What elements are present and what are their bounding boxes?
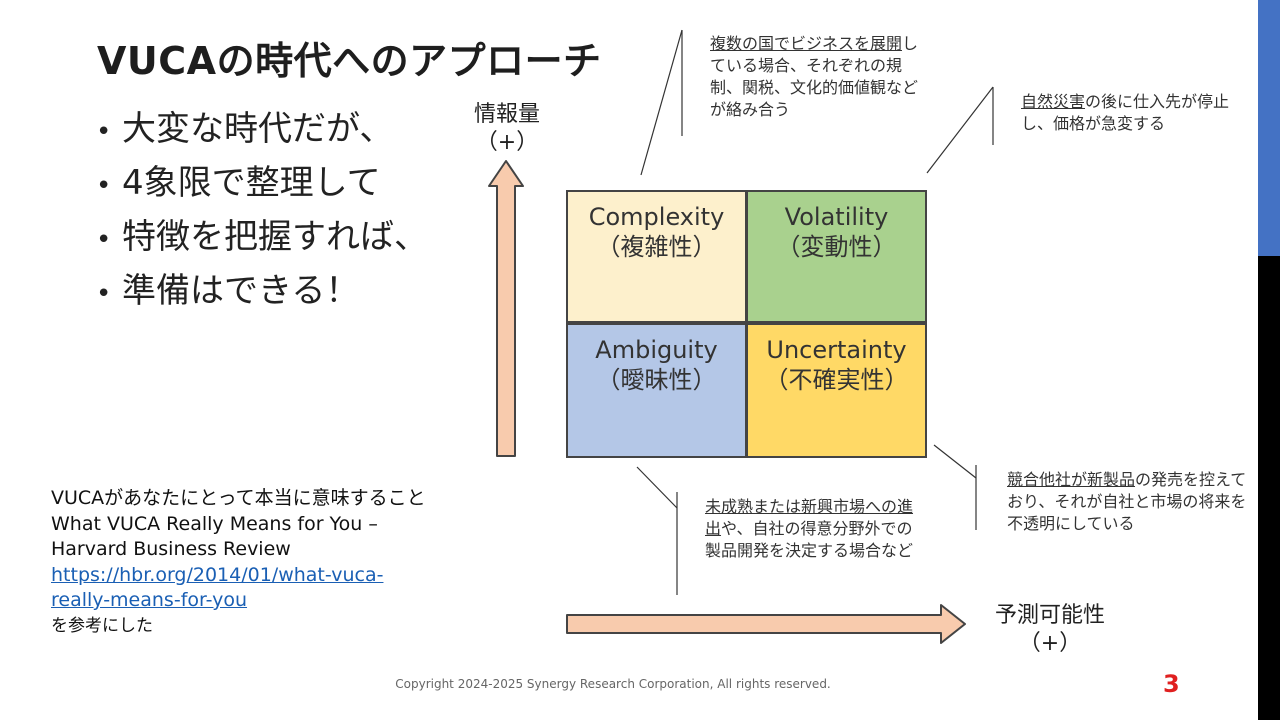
bullet-item: • 4象限で整理して <box>96 158 428 212</box>
bullet-text: 4象限で整理して <box>122 163 381 203</box>
reference-block: VUCAがあなたにとって本当に意味すること What VUCA Really M… <box>51 486 426 639</box>
callout-line-complexity <box>640 29 683 176</box>
reference-line: Harvard Business Review <box>51 538 291 560</box>
reference-link[interactable]: really-means-for-you <box>51 589 248 611</box>
x-axis-label: 予測可能性 （+） <box>985 602 1115 658</box>
note-ambiguity: 未成熟または新興市場への進出や、自社の得意分野外での製品開発を決定する場合など <box>705 496 923 562</box>
quadrant-volatility: Volatility （変動性） <box>746 190 927 323</box>
quadrant-ambiguity: Ambiguity （曖昧性） <box>566 323 747 458</box>
note-text: の後に仕入先が停止し、価格が急変する <box>1021 92 1230 133</box>
y-axis-label-text: 情報量 <box>473 102 540 127</box>
y-axis-label: 情報量 （+） <box>467 101 547 157</box>
bullet-item: • 準備はできる！ <box>96 266 428 320</box>
bullet-text: 特徴を把握すれば、 <box>122 217 428 257</box>
callout-line-ambiguity <box>636 466 678 509</box>
accent-bar-blue <box>1258 0 1280 256</box>
callout-line-volatility <box>926 86 994 174</box>
bullet-dot: • <box>96 171 112 201</box>
bullet-dot: • <box>96 117 112 147</box>
bullet-item: • 特徴を把握すれば、 <box>96 212 428 266</box>
bullet-dot: • <box>96 279 112 309</box>
quadrant-uncertainty: Uncertainty （不確実性） <box>746 323 927 458</box>
page-number: 3 <box>1163 670 1180 698</box>
note-text: している場合、それぞれの規制、関税、文化的価値観などが絡み合う <box>710 34 919 119</box>
x-axis-arrow <box>566 604 966 644</box>
reference-line: VUCAがあなたにとって本当に意味すること <box>51 487 426 509</box>
quadrant-subtitle: （変動性） <box>776 233 897 261</box>
quadrant-title: Ambiguity <box>595 336 718 364</box>
bullet-text: 大変な時代だが、 <box>122 109 394 149</box>
x-axis-label-text: 予測可能性 <box>994 603 1105 628</box>
quadrant-subtitle: （不確実性） <box>764 366 909 394</box>
note-underlined: 競合他社が新製品 <box>1007 470 1136 489</box>
quadrant-complexity: Complexity （複雑性） <box>566 190 747 323</box>
note-underlined: 未成熟または新興市場への進出 <box>705 497 914 538</box>
bullet-list: • 大変な時代だが、 • 4象限で整理して • 特徴を把握すれば、 • 準備はできる！ <box>96 104 428 320</box>
note-underlined: 複数の国でビジネスを展開 <box>710 34 903 53</box>
accent-bar-black <box>1258 256 1280 720</box>
quadrant-subtitle: （複雑性） <box>596 233 717 261</box>
note-text: の発売を控えており、それが自社と市場の将来を不透明にしている <box>1007 470 1247 533</box>
bullet-dot: • <box>96 225 112 255</box>
quadrant-title: Complexity <box>588 203 725 231</box>
y-axis-plus: （+） <box>475 130 539 155</box>
reference-link[interactable]: https://hbr.org/2014/01/what-vuca- <box>51 563 384 586</box>
slide-title: VUCAの時代へのアプローチ <box>97 39 602 83</box>
quadrant-title: Uncertainty <box>766 336 907 364</box>
note-underlined: 自然災害 <box>1021 92 1086 111</box>
quadrant-subtitle: （曖昧性） <box>596 366 717 394</box>
x-axis-plus: （+） <box>1018 631 1082 656</box>
bullet-text: 準備はできる！ <box>122 271 360 311</box>
copyright-text: Copyright 2024-2025 Synergy Research Cor… <box>395 677 831 691</box>
note-text: や、自社の得意分野外での製品開発を決定する場合など <box>705 519 914 560</box>
bullet-item: • 大変な時代だが、 <box>96 104 428 158</box>
reference-line: を参考にした <box>51 615 153 636</box>
note-volatility: 自然災害の後に仕入先が停止し、価格が急変する <box>1021 91 1243 135</box>
note-uncertainty: 競合他社が新製品の発売を控えており、それが自社と市場の将来を不透明にしている <box>1007 469 1247 535</box>
reference-line: What VUCA Really Means for You – <box>51 512 378 535</box>
y-axis-arrow <box>488 160 524 457</box>
quadrant-title: Volatility <box>784 203 889 231</box>
callout-line-uncertainty <box>933 444 977 479</box>
note-complexity: 複数の国でビジネスを展開している場合、それぞれの規制、関税、文化的価値観などが絡… <box>710 33 932 121</box>
